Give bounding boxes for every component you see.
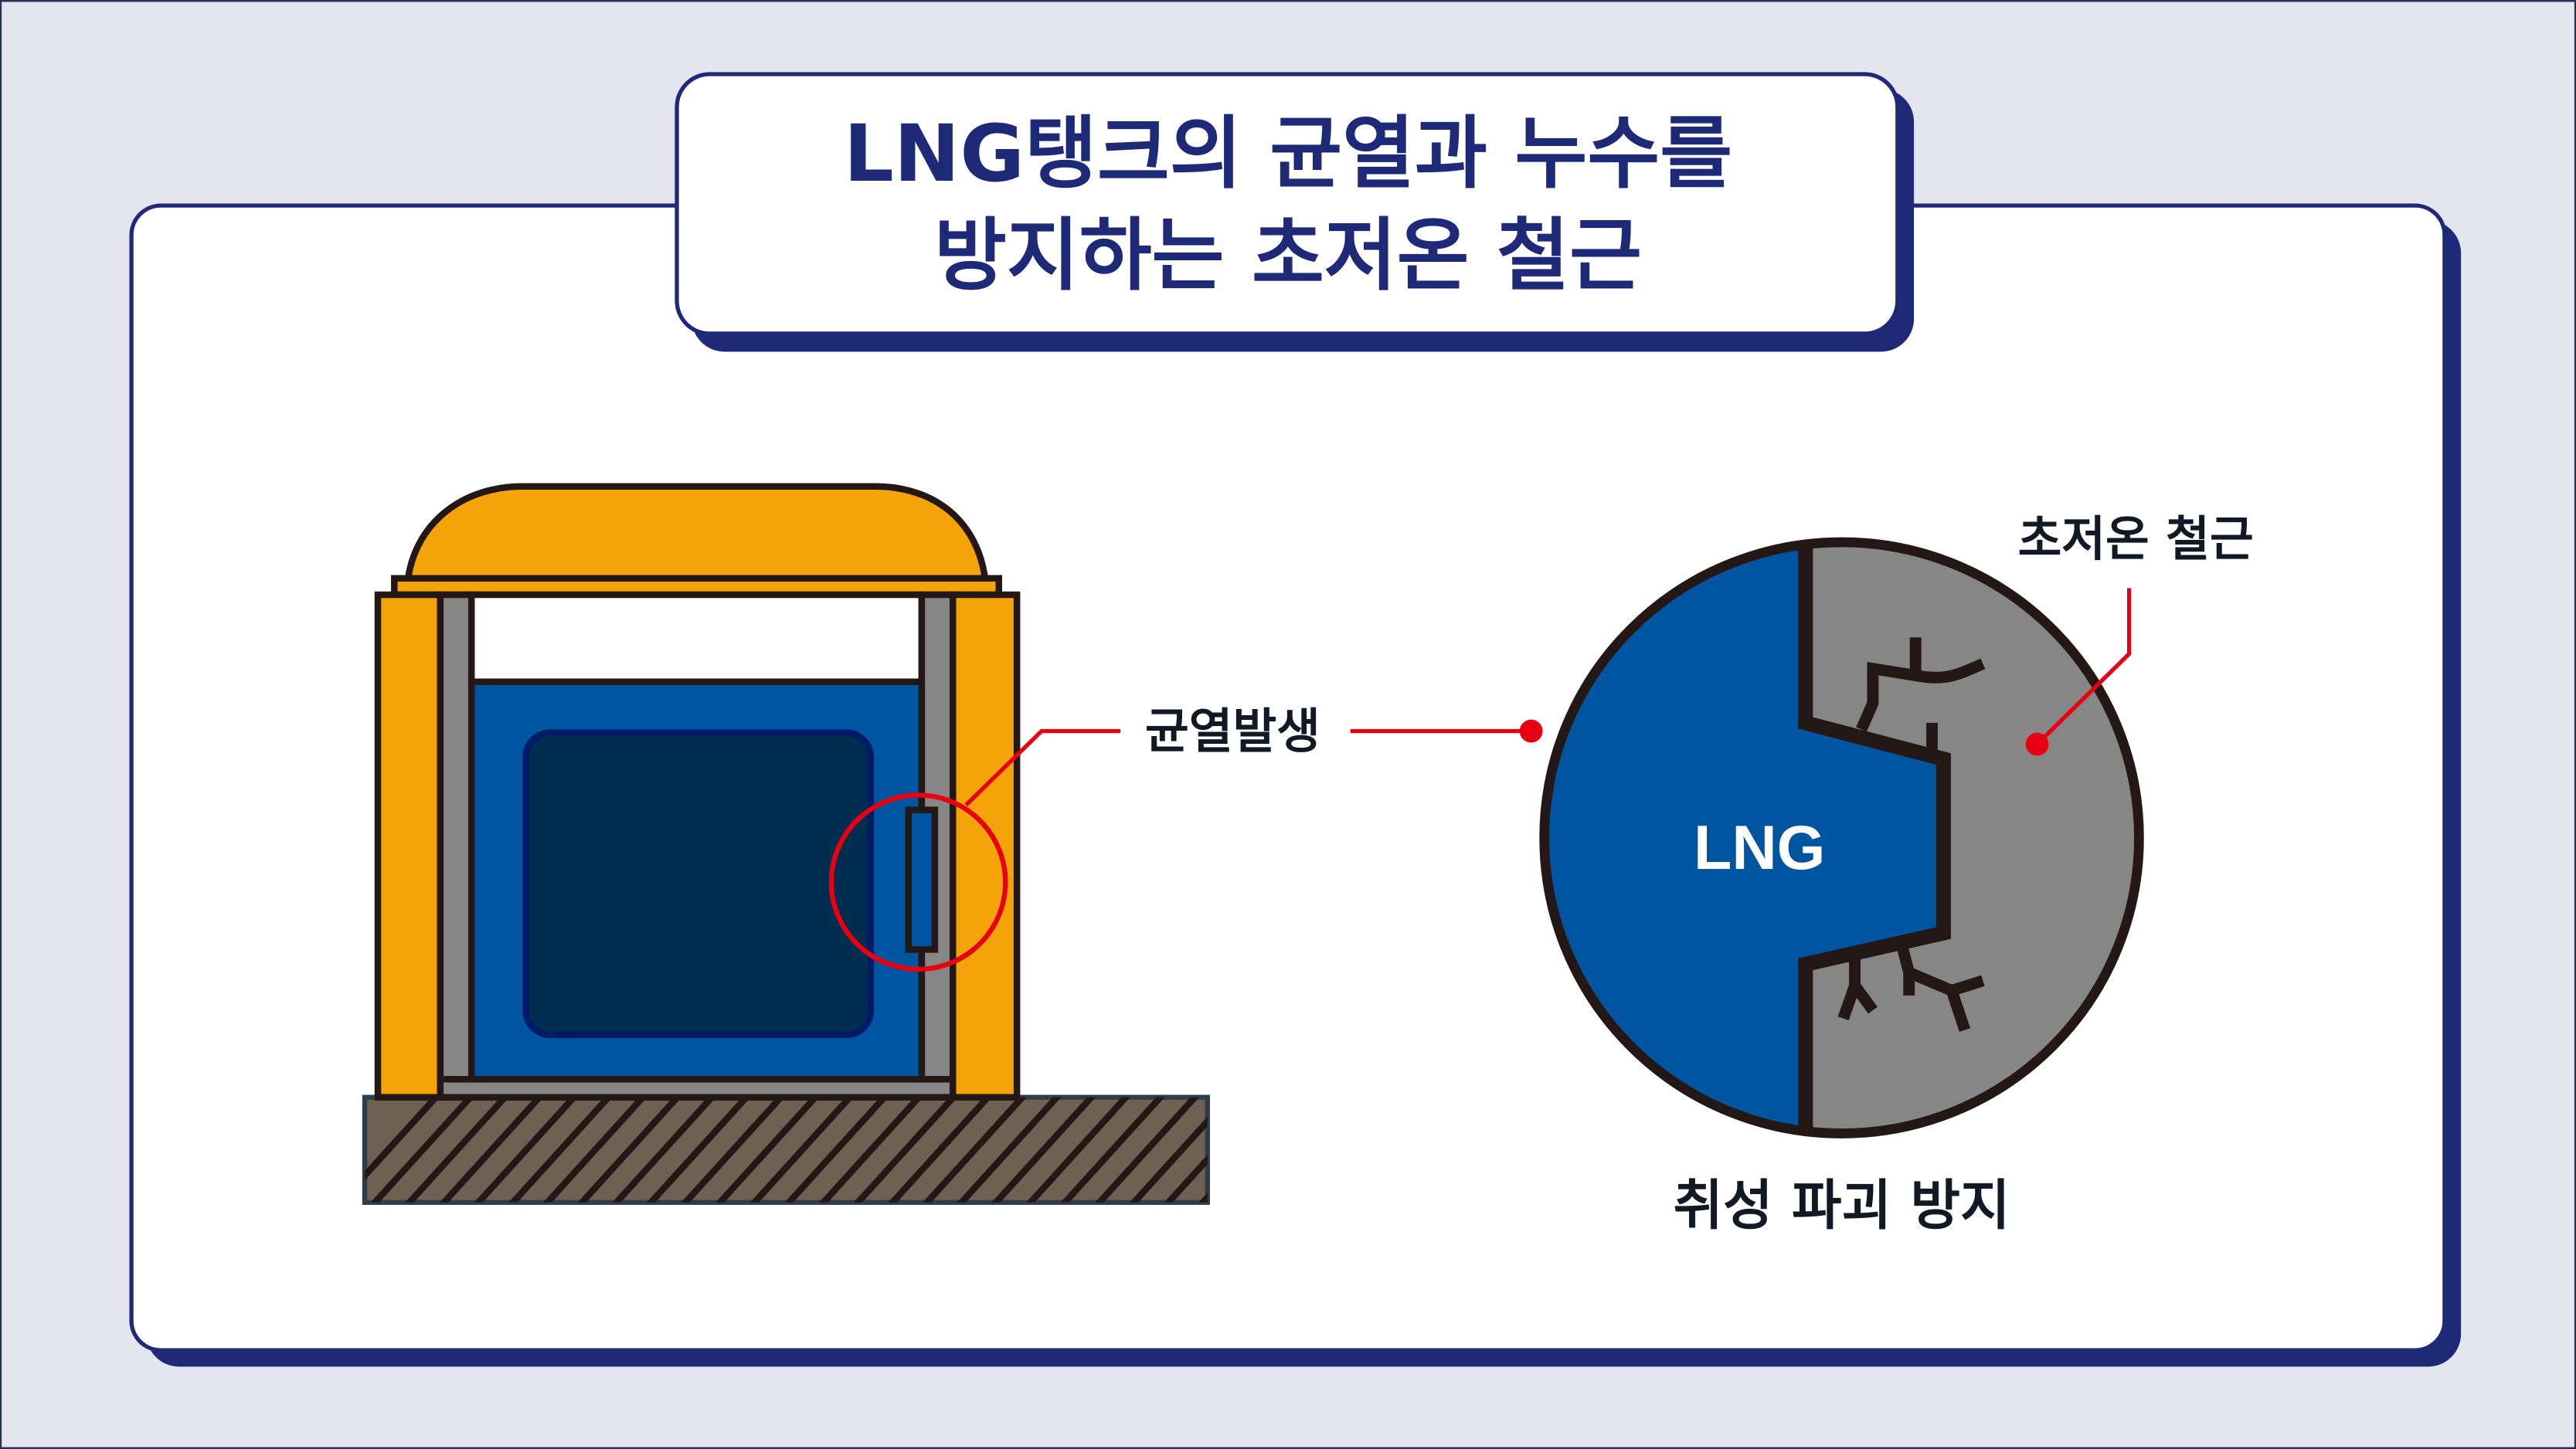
rebar-leader-line [2035, 588, 2132, 746]
hatch-line [577, 1097, 682, 1203]
lng-tank-illustration [362, 483, 1211, 1205]
inner-tank [522, 729, 875, 1039]
hatch-line [365, 1097, 440, 1181]
hatch-line [439, 1097, 544, 1203]
lng-region [1544, 541, 1944, 1134]
rebar-label: 초저온 철근 [2018, 511, 2254, 567]
magnified-detail: LNG [1539, 537, 2144, 1138]
hatch-line [784, 1097, 889, 1203]
hatch-line [542, 1097, 647, 1203]
hatch-line [991, 1097, 1096, 1203]
hatch-line [1095, 1097, 1200, 1203]
prevent-brittle-fracture-label: 취성 파괴 방지 [1673, 1173, 2010, 1237]
outer-wall-left [374, 591, 444, 1101]
hatch-line [646, 1097, 751, 1203]
outer-wall-right [949, 591, 1021, 1101]
hatch-line [508, 1097, 613, 1203]
hatch-line [888, 1097, 993, 1203]
tank-floor [437, 1076, 957, 1101]
inner-wall-left [437, 591, 475, 1101]
hatch-line [715, 1097, 820, 1203]
crack-highlight-circle [828, 792, 1008, 972]
title-box: LNG탱크의 균열과 누수를 방지하는 초저온 철근 [675, 72, 1915, 352]
cracks [1837, 637, 1986, 1032]
hatch-line [1164, 1154, 1208, 1203]
hatch-line [1025, 1097, 1130, 1203]
rebar-leader-dot [2025, 732, 2049, 756]
title-line-1: LNG탱크의 균열과 누수를 [844, 108, 1732, 200]
tank-dome [403, 483, 990, 587]
rebar-boundary [1798, 541, 1951, 1134]
crack-connector-dot [1519, 719, 1543, 743]
hatch-line [957, 1097, 1062, 1203]
hatch-line [923, 1097, 1027, 1203]
crack-spot [905, 806, 939, 953]
crack-label: 균열발생 [1145, 704, 1320, 759]
hatch-line [749, 1097, 855, 1203]
hatch-line [405, 1097, 510, 1203]
tank-top-space [467, 591, 926, 685]
hatch-line [474, 1097, 579, 1203]
hatch-line [370, 1097, 475, 1203]
hatch-line [612, 1097, 717, 1203]
title-line-2: 방지하는 초저온 철근 [934, 210, 1642, 302]
ground [362, 1094, 1211, 1205]
hatch-line [681, 1097, 786, 1203]
hatch-line [853, 1097, 958, 1203]
hatch-line [1060, 1097, 1165, 1203]
lng-label: LNG [1694, 813, 1826, 883]
crack-leader-line [964, 728, 1121, 807]
hatch-line [1129, 1116, 1208, 1203]
hatch-line [819, 1097, 923, 1203]
